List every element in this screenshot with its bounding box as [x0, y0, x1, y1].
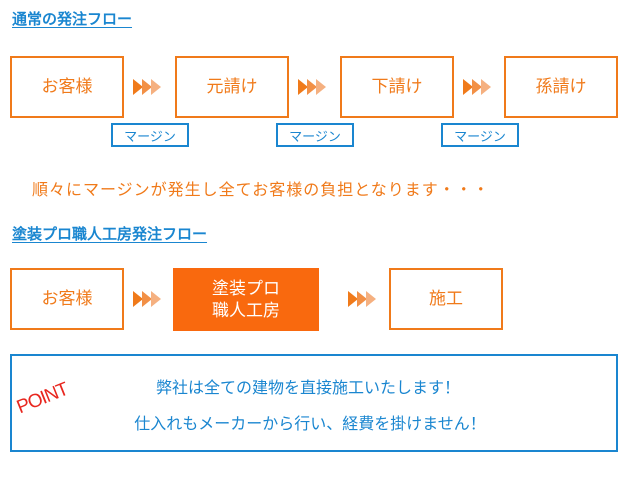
flow-step-prime-contractor: 元請け: [175, 56, 289, 118]
company-name-line1: 塗装プロ: [212, 278, 280, 299]
margin-tag: マージン: [441, 123, 519, 147]
triple-chevron-arrow-icon: [348, 291, 376, 307]
triple-chevron-arrow-icon: [463, 79, 491, 95]
triple-chevron-arrow-icon: [298, 79, 326, 95]
company-flow-heading: 塗装プロ職人工房発注フロー: [12, 225, 208, 243]
margin-tag: マージン: [276, 123, 354, 147]
flow-step-sub-subcontractor: 孫請け: [504, 56, 618, 118]
flow-step-subcontractor: 下請け: [340, 56, 454, 118]
triple-chevron-arrow-icon: [133, 291, 161, 307]
point-line-direct-construction: 弊社は全ての建物を直接施工いたします！: [155, 378, 460, 397]
normal-flow-heading: 通常の発注フロー: [12, 10, 133, 28]
margin-tag: マージン: [111, 123, 189, 147]
company-name-line2: 職人工房: [212, 300, 280, 321]
flow-step-company: 塗装プロ 職人工房: [173, 268, 319, 331]
triple-chevron-arrow-icon: [133, 79, 161, 95]
margin-burden-tagline: 順々にマージンが発生し全てお客様の負担となります・・・: [32, 180, 490, 199]
point-line-no-extra-cost: 仕入れもメーカーから行い、経費を掛けません！: [134, 414, 486, 433]
flow-step-construction: 施工: [389, 268, 503, 330]
point-box: [10, 354, 618, 452]
flow-step-customer: お客様: [10, 56, 124, 118]
flow-step-customer: お客様: [10, 268, 124, 330]
